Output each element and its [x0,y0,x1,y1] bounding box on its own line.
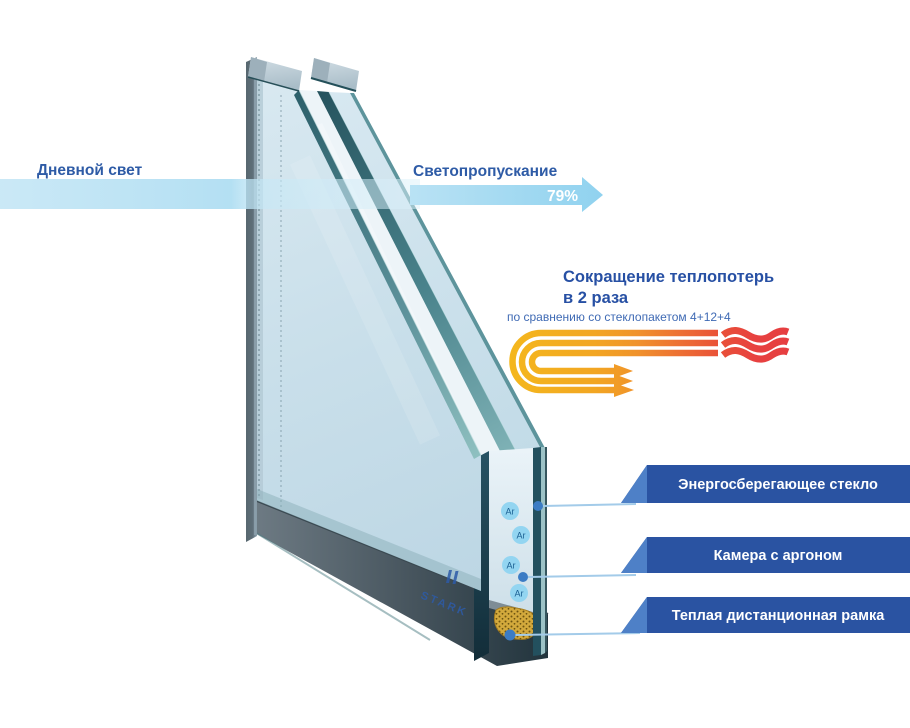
heat-arrowheads [614,364,634,397]
transmission-arrow [410,177,603,212]
banner-label: Камера с аргоном [714,548,843,564]
banner-body [621,597,910,633]
heat-stripe-inner [528,349,718,375]
glass-face-bottom-shade [252,487,481,591]
front-pane-top-cap [247,57,302,92]
callout-banner-argon-chamber: Камера с аргоном [621,537,910,573]
callout-banner-warm-spacer: Теплая дистанционная рамка [621,597,910,633]
heat-note: по сравнению со стеклопакетом 4+12+4 [507,310,731,324]
rear-pane-edge-light-line [541,447,545,655]
heat-stripe-middle [518,339,718,385]
heat-title-line2: в 2 раза [563,289,629,307]
callout-banner-energy-glass: Энергосберегающее стекло [621,465,910,503]
rear-pane-top-cap [310,58,359,92]
banner-left-wedge [621,537,647,573]
callout-connectors [504,501,641,641]
heat-flow [509,327,790,397]
connector-line-warm-spacer [514,632,641,636]
glass-face-left-light-strip [257,79,263,500]
transmission-value: 79% [547,188,578,205]
daylight-beam [0,179,420,209]
argon-marker: Ar [502,556,520,574]
heat-stripe-outer [509,329,718,394]
banner-body [621,465,910,503]
heat-title-line1: Сокращение теплопотерь [563,268,774,286]
connector-line-energy-glass [542,503,637,507]
argon-symbol: Ar [506,507,515,517]
connector-line-argon-chamber [527,574,637,578]
argon-markers: Ar Ar Ar Ar [501,502,530,602]
daylight-label: Дневной свет [37,162,143,179]
banner-left-wedge [621,465,647,503]
argon-marker: Ar [501,502,519,520]
banner-body [621,537,910,573]
rear-pane-inner-edge-dark [533,447,541,656]
heat-wavy-stripes [720,327,790,363]
connector-dot-warm-spacer [504,629,516,641]
connector-dot-energy-glass [533,501,543,511]
brand-logo-icon [446,570,459,584]
connector-dot-argon-chamber [518,572,528,582]
front-pane-edge-highlight [298,89,482,456]
argon-marker: Ar [512,526,530,544]
banner-label: Теплая дистанционная рамка [672,608,885,624]
argon-symbol: Ar [515,589,524,599]
window-unit: STARK [246,57,549,666]
argon-symbol: Ar [507,561,516,571]
banner-label: Энергосберегающее стекло [678,477,878,493]
unit-bottom-glass-glint [252,530,431,641]
daylight-ray: 79% [0,177,603,212]
desiccant-speckles [494,606,538,640]
argon-marker: Ar [510,584,528,602]
rear-pane-outer-edge-line [545,447,547,653]
banner-left-wedge [621,597,647,633]
transmission-label: Светопропускание [413,163,558,180]
argon-symbol: Ar [517,531,526,541]
